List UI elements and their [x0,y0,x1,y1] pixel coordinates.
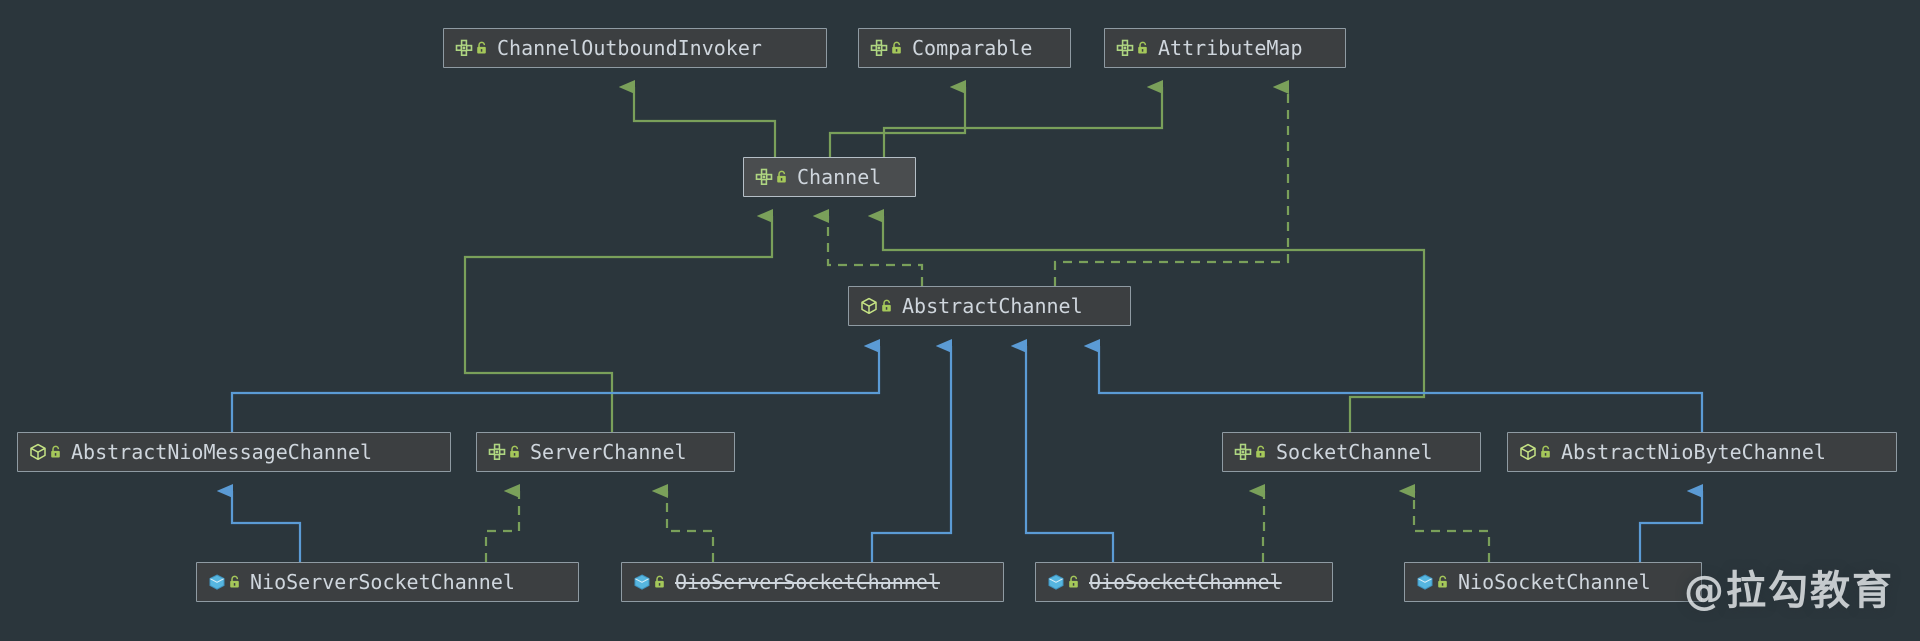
class-node-channeloutboundinvoker[interactable]: ChannelOutboundInvoker [443,28,827,68]
edge-channel-to-channeloutboundinvoker [634,87,777,157]
class-node-label: SocketChannel [1276,440,1433,464]
class-icon [1048,574,1064,590]
class-node-label: OioServerSocketChannel [675,570,940,594]
class-node-channel[interactable]: Channel [743,157,916,197]
class-node-label: ServerChannel [530,440,687,464]
lock-icon [655,575,664,588]
interface-icon [488,443,506,461]
lock-icon [1138,41,1147,54]
interface-icon [1234,443,1252,461]
edge-abstractniomessagechannel-to-channel-route [463,216,774,432]
edge-channel-to-attributemap [882,87,1164,157]
lock-icon [230,575,239,588]
class-node-abstractniobytechannel[interactable]: AbstractNioByteChannel [1507,432,1897,472]
class-node-label: OioSocketChannel [1089,570,1282,594]
class-node-label: AttributeMap [1158,36,1303,60]
class-node-label: NioSocketChannel [1458,570,1651,594]
edge-abstractniobytechannel-to-abstractchannel [1099,346,1704,432]
class-node-label: AbstractNioMessageChannel [71,440,373,464]
edge-abstractniomessagechannel-to-abstractchannel [230,346,881,432]
lock-icon [51,445,60,458]
class-node-abstractniomessagechannel[interactable]: AbstractNioMessageChannel [17,432,451,472]
lock-icon [510,445,519,458]
class-icon [1417,574,1433,590]
class-icon [634,574,650,590]
edge-nioserversocketchannel-to-abstractniomessagechannel [232,491,302,562]
class-node-label: Channel [797,165,882,189]
edge-niosocketchannel-to-abstractniobytechannel [1638,491,1704,562]
edge-abstractchannel-to-attributemap [1053,87,1290,286]
class-node-comparable[interactable]: Comparable [858,28,1071,68]
blue-solid-edges [230,346,1704,562]
class-node-socketchannel[interactable]: SocketChannel [1222,432,1481,472]
watermark-text: @拉勾教育 [1684,568,1894,614]
class-node-label: Comparable [912,36,1033,60]
class-node-label: ChannelOutboundInvoker [497,36,762,60]
class-node-abstractchannel[interactable]: AbstractChannel [848,286,1131,326]
class-node-label: NioServerSocketChannel [250,570,515,594]
edge-nioserversocketchannel-to-serverchannel [484,491,521,562]
lock-icon [1256,445,1265,458]
lock-icon [1069,575,1078,588]
edge-niosocketchannel-to-socketchannel [1414,491,1491,562]
lock-icon [892,41,901,54]
class-node-oiosocketchannel[interactable]: OioSocketChannel [1035,562,1333,602]
abstract-class-icon [30,443,46,461]
abstract-class-icon [1520,443,1536,461]
class-node-label: AbstractChannel [902,294,1083,318]
green-solid-edges [463,87,1426,432]
lock-icon [777,170,786,183]
edge-channel-to-comparable [828,87,967,157]
interface-icon [870,39,888,57]
lock-icon [1541,445,1550,458]
interface-icon [1116,39,1134,57]
class-node-niosocketchannel[interactable]: NioSocketChannel [1404,562,1702,602]
interface-icon [755,168,773,186]
edge-oiosocketchannel-to-socketchannel [1263,491,1266,562]
edge-oiosocketchannel-to-abstractchannel [1026,346,1115,562]
class-node-serverchannel[interactable]: ServerChannel [476,432,735,472]
edge-abstractchannel-to-channel [828,216,924,286]
class-node-nioserversocketchannel[interactable]: NioServerSocketChannel [196,562,579,602]
class-node-oioserversocketchannel[interactable]: OioServerSocketChannel [621,562,1004,602]
class-node-label: AbstractNioByteChannel [1561,440,1826,464]
lock-icon [882,299,891,312]
abstract-class-icon [861,297,877,315]
class-icon [209,574,225,590]
lock-icon [1438,575,1447,588]
edge-oioserversocketchannel-to-serverchannel [667,491,715,562]
edge-oioserversocketchannel-to-abstractchannel [870,346,953,562]
class-node-attributemap[interactable]: AttributeMap [1104,28,1346,68]
lock-icon [477,41,486,54]
interface-icon [455,39,473,57]
